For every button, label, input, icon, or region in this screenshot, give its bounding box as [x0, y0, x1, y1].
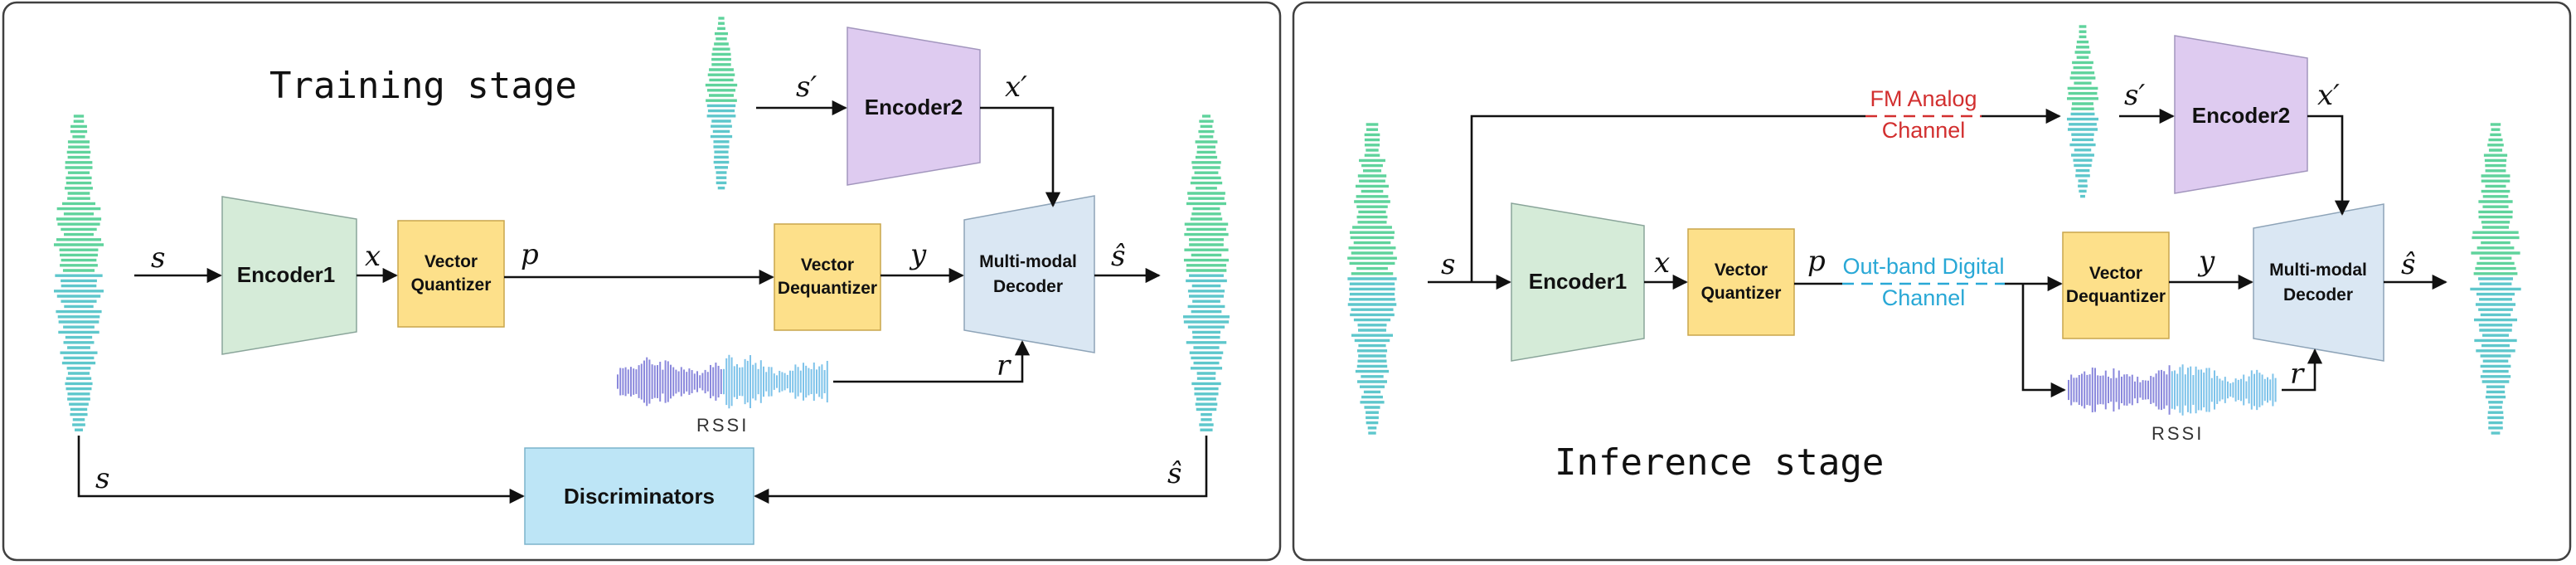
output-speech-waveform: [1183, 114, 1230, 431]
inference-stage-title: Inference stage: [1555, 441, 1884, 484]
training-stage-title: Training stage: [269, 65, 577, 107]
wire-s-to-fm-channel: [1470, 114, 1865, 282]
vdq-label-2: Dequantizer: [778, 279, 877, 298]
multimodal-decoder-block: Multi-modal Decoder: [963, 195, 1095, 353]
vq-label-1: Vector: [1715, 261, 1768, 280]
decoder-label-1: Multi-modal: [2269, 261, 2367, 280]
symbol-y: y: [909, 238, 927, 271]
training-panel: Training stage RSSI Encoder1 Vector Quan…: [2, 1, 1282, 562]
wire-xprime-to-decoder: [980, 106, 1061, 207]
vector-quantizer-block: Vector Quantizer: [1687, 228, 1795, 336]
inference-panel: Inference stage RSSI Encoder1 Vector Qua…: [1292, 1, 2572, 562]
symbol-s-prime: s′: [2124, 79, 2145, 112]
vq-label-2: Quantizer: [1701, 284, 1782, 303]
vdq-label-2: Dequantizer: [2066, 287, 2166, 306]
symbol-x-prime: x′: [2317, 79, 2340, 112]
vq-label-1: Vector: [424, 252, 478, 271]
encoder2-label: Encoder2: [865, 95, 963, 119]
symbol-x: x: [365, 240, 381, 273]
wire-s-to-discriminators: [77, 436, 525, 504]
encoder1-label: Encoder1: [1529, 269, 1628, 294]
symbol-x: x: [1654, 246, 1670, 280]
digital-channel-label-1: Out-band Digital: [1842, 254, 2004, 279]
rssi-label: RSSI: [696, 415, 749, 436]
input-speech-waveform: [53, 114, 104, 431]
output-speech-waveform: [2470, 123, 2521, 435]
symbol-p: p: [521, 238, 539, 271]
wire-shat-to-discriminators: [754, 436, 1208, 504]
symbol-x-prime: x′: [1005, 71, 1027, 104]
rssi-waveform: [2068, 364, 2277, 416]
reference-speech-waveform: [2066, 25, 2099, 198]
symbol-s-prime: s′: [796, 71, 817, 104]
fm-channel-label-1: FM Analog: [1870, 86, 1977, 111]
encoder1-label: Encoder1: [237, 262, 336, 287]
symbol-s: s: [151, 241, 165, 275]
wire-xprime-to-decoder: [2307, 114, 2350, 216]
reference-speech-waveform: [705, 17, 738, 190]
wire-digital-to-rssi: [2021, 284, 2066, 398]
encoder2-block: Encoder2: [2174, 35, 2308, 194]
wire-r-to-decoder: [2282, 348, 2323, 392]
symbol-r: r: [2290, 358, 2305, 391]
wire-r-to-decoder: [833, 340, 1031, 383]
multimodal-decoder-block: Multi-modal Decoder: [2253, 203, 2384, 362]
vector-dequantizer-block: Vector Dequantizer: [774, 223, 881, 331]
decoder-label-1: Multi-modal: [979, 252, 1077, 271]
symbol-s-hat: ŝ: [1111, 240, 1125, 273]
vdq-label-1: Vector: [2089, 264, 2142, 283]
input-speech-waveform: [1347, 123, 1397, 435]
symbol-y: y: [2197, 245, 2215, 278]
symbol-p: p: [1807, 245, 1826, 278]
decoder-label-2: Decoder: [2283, 285, 2353, 304]
encoder2-block: Encoder2: [847, 27, 981, 186]
encoder1-block: Encoder1: [1511, 202, 1645, 362]
discriminators-label: Discriminators: [564, 484, 715, 509]
fm-channel-label-2: Channel: [1882, 118, 1966, 143]
digital-channel-label-2: Channel: [1882, 285, 1966, 310]
discriminators-block: Discriminators: [524, 447, 754, 545]
symbol-s-bottom: s: [95, 462, 109, 495]
vector-dequantizer-block: Vector Dequantizer: [2062, 231, 2170, 339]
symbol-s-hat: ŝ: [2401, 248, 2415, 281]
symbol-s-hat-bottom: ŝ: [1167, 457, 1181, 490]
rssi-label: RSSI: [2152, 423, 2204, 444]
vector-quantizer-block: Vector Quantizer: [397, 220, 505, 328]
symbol-r: r: [997, 349, 1011, 382]
decoder-label-2: Decoder: [993, 277, 1063, 296]
encoder1-block: Encoder1: [221, 196, 357, 355]
encoder2-label: Encoder2: [2192, 103, 2291, 128]
rssi-waveform: [617, 354, 828, 409]
symbol-s: s: [1441, 248, 1455, 281]
vq-label-2: Quantizer: [411, 275, 492, 295]
vdq-label-1: Vector: [801, 256, 854, 275]
